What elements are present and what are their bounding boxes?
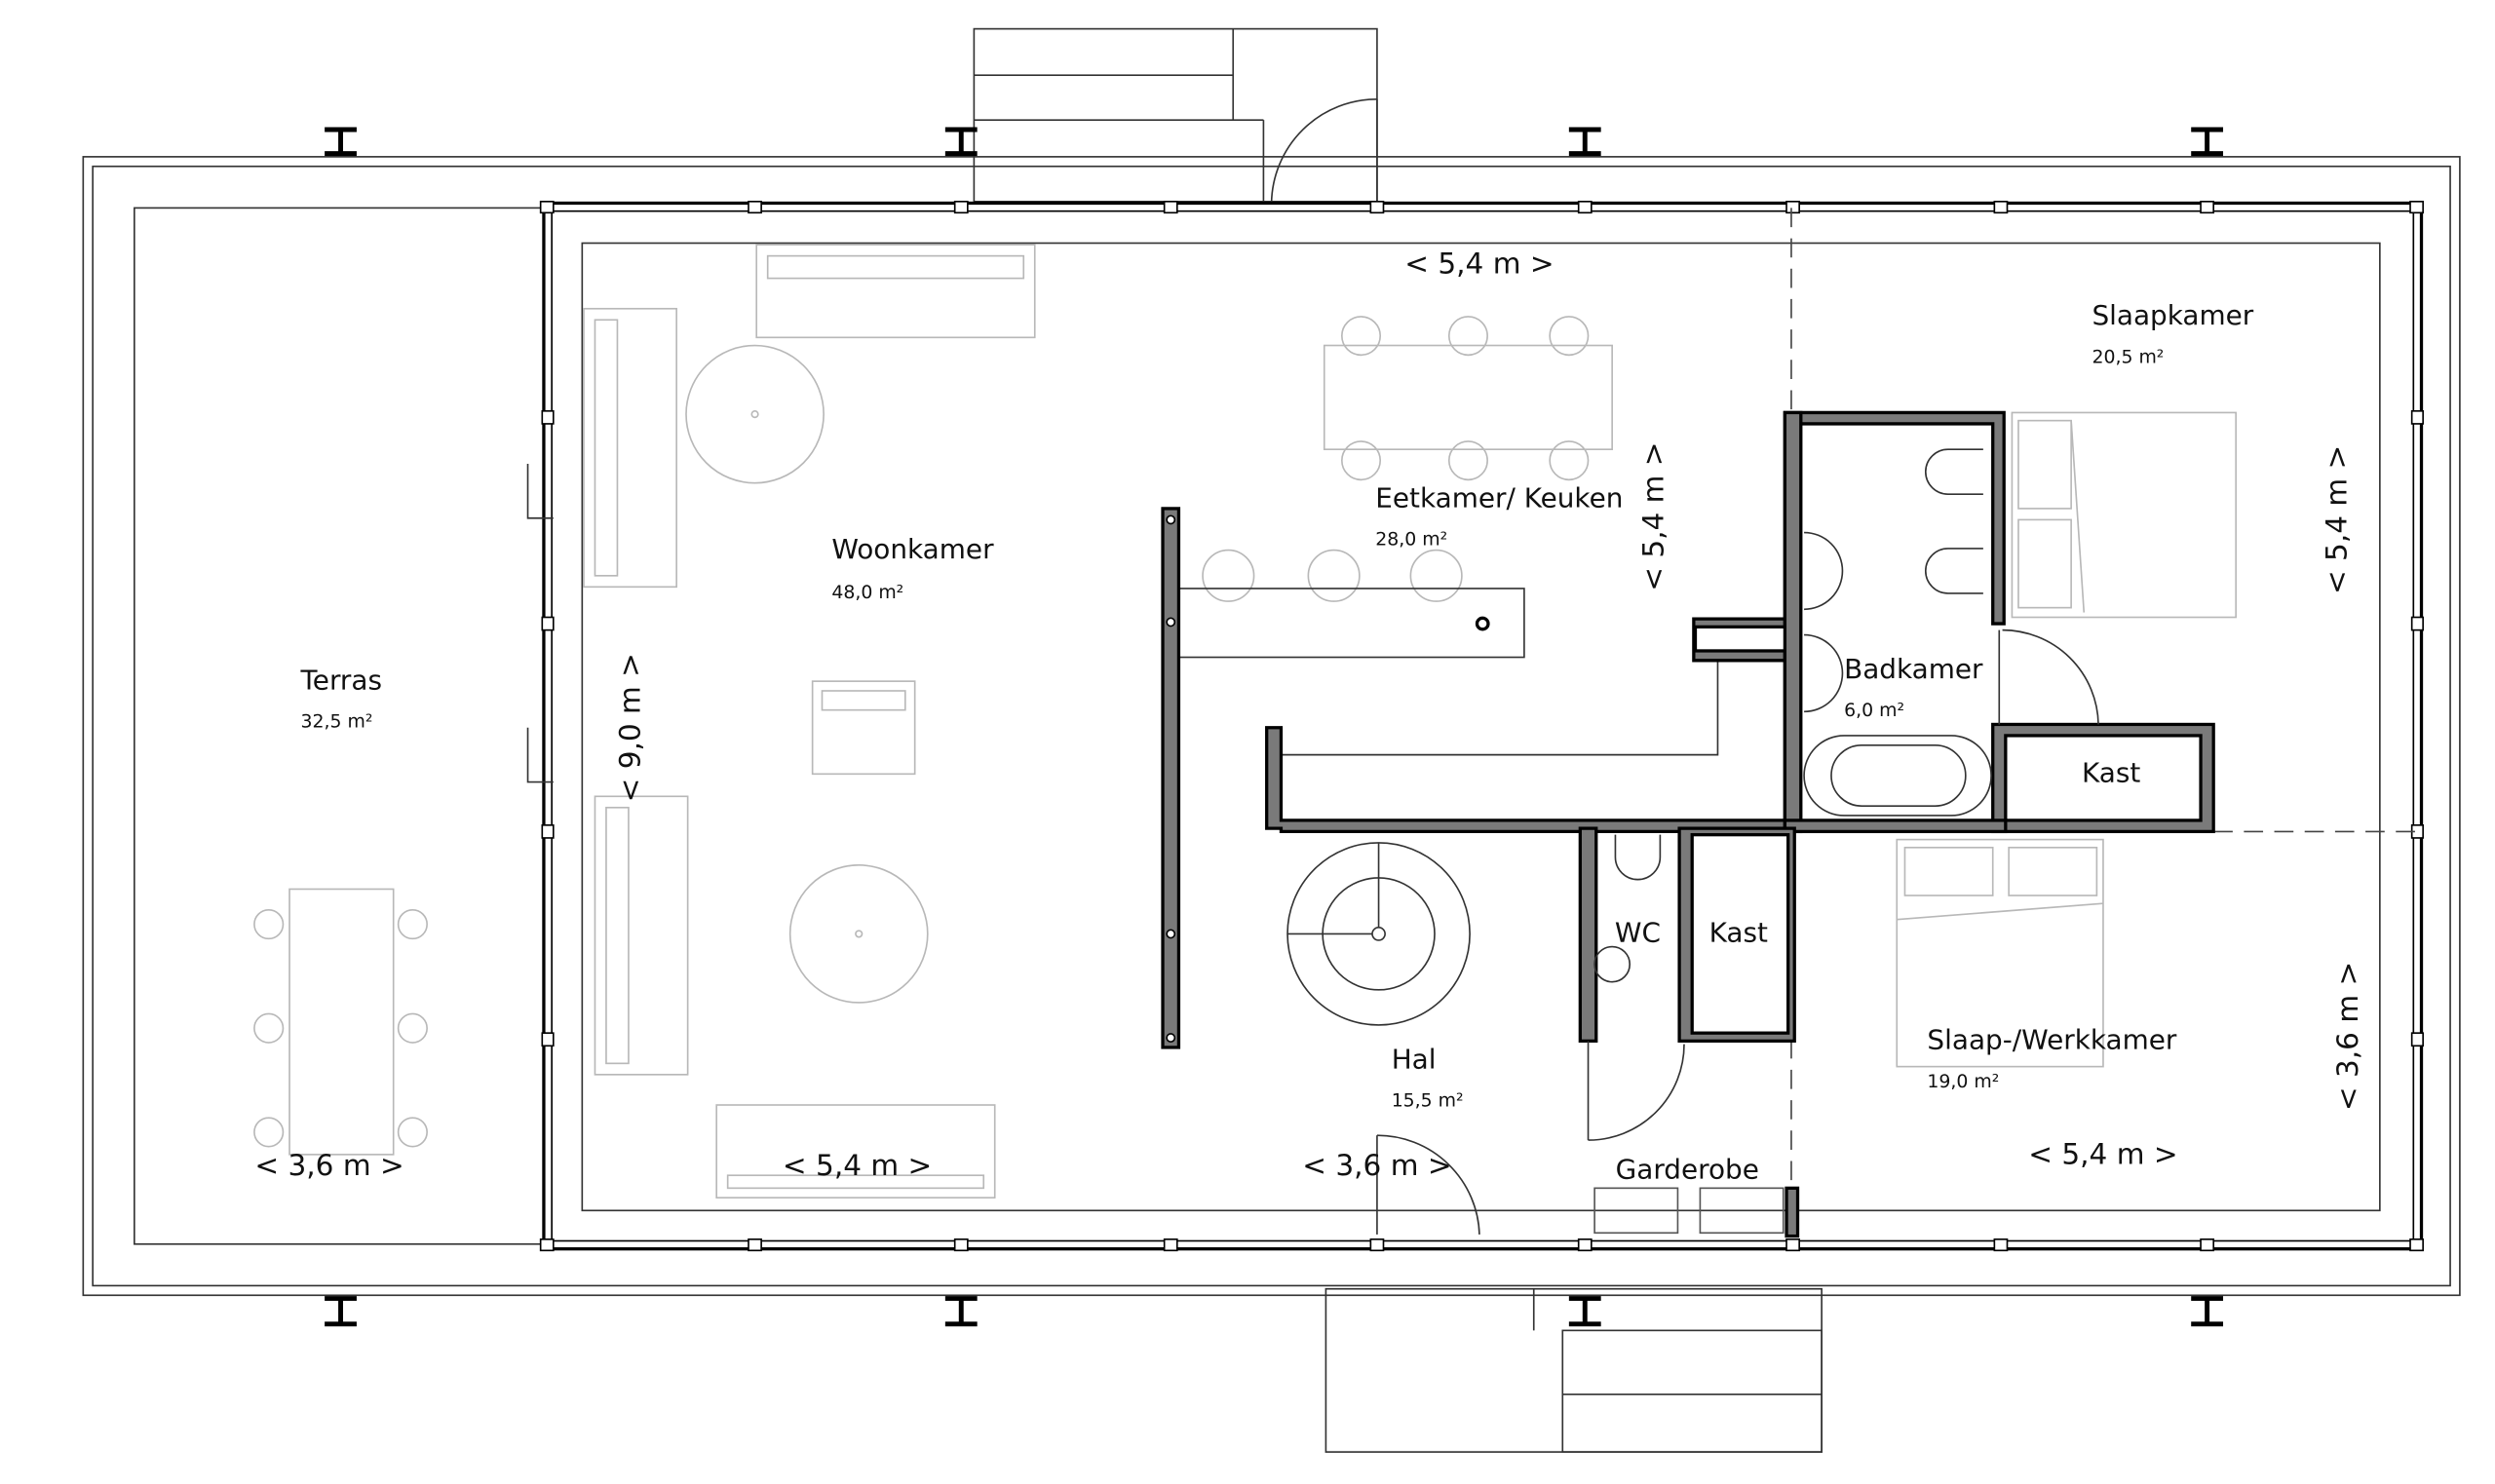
room-terras-area: 32,5 m² [301, 711, 373, 733]
room-terras-label: Terras [300, 664, 382, 696]
room-hal-label: Hal [1392, 1043, 1437, 1075]
room-kast-label: Kast [2082, 757, 2140, 789]
room-wc-label: WC [1615, 917, 1661, 949]
entry-steps-top [973, 27, 1378, 204]
entry-steps-bottom [1324, 1287, 1823, 1453]
column-markers [325, 127, 2224, 1327]
dimension-label: < 5,4 m > [1404, 247, 1554, 281]
furniture [253, 244, 2237, 1235]
bathroom-fixtures [1286, 448, 2099, 1235]
room-slaapkamer-label: Slaapkamer [2092, 299, 2253, 331]
room-garderobe-label: Garderobe [1616, 1154, 1759, 1186]
room-kast-label: Kast [1709, 917, 1768, 949]
room-slaapkamer-area: 20,5 m² [2092, 347, 2164, 368]
room-labels: Terras 32,5 m² Woonkamer 48,0 m² Eetkame… [300, 299, 2254, 1185]
kitchen-counter [1168, 588, 1719, 756]
room-badkamer-label: Badkamer [1844, 653, 1983, 685]
dimension-label: < 5,4 m > [1637, 441, 1670, 590]
dimension-label: < 3,6 m > [2331, 962, 2364, 1111]
room-woonkamer-label: Woonkamer [831, 533, 994, 565]
room-hal-area: 15,5 m² [1392, 1090, 1464, 1112]
dimension-label: < 3,6 m > [254, 1149, 403, 1182]
dimension-labels: < 5,4 m > < 3,6 m > < 5,4 m > < 3,6 m > … [254, 247, 2363, 1183]
room-woonkamer-area: 48,0 m² [831, 582, 903, 603]
room-werkkamer-area: 19,0 m² [1927, 1071, 1999, 1092]
room-eetkamer-area: 28,0 m² [1375, 529, 1447, 551]
room-eetkamer-label: Eetkamer/ Keuken [1375, 481, 1623, 514]
floor-slab [82, 156, 2461, 1297]
dimension-label: < 5,4 m > [2028, 1138, 2177, 1171]
dimension-label: < 9,0 m > [613, 653, 646, 802]
dimension-label: < 5,4 m > [2320, 445, 2353, 594]
room-badkamer-area: 6,0 m² [1844, 700, 1904, 721]
exterior-facade [526, 201, 2424, 1252]
floor-slab-inner [92, 165, 2451, 1287]
interior-walls [1161, 410, 2215, 1238]
dimension-label: < 5,4 m > [783, 1149, 932, 1182]
room-werkkamer-label: Slaap-/Werkkamer [1927, 1024, 2176, 1056]
dimension-label: < 3,6 m > [1302, 1149, 1451, 1182]
